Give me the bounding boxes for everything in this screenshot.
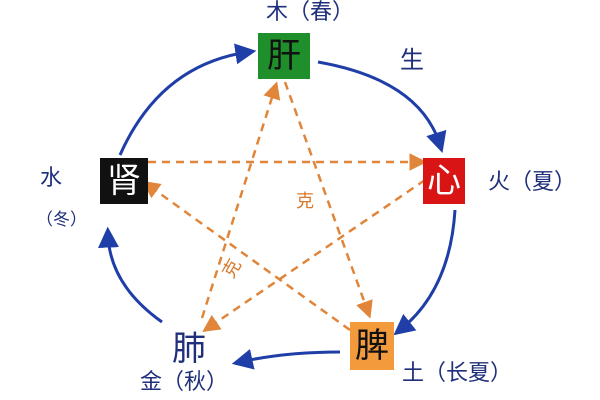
organ-heart: 心 — [423, 158, 465, 204]
relation-generate: 生 — [400, 46, 424, 74]
restrain-arrow-spleen-kidney — [142, 180, 351, 332]
generate-arrow-heart-spleen — [393, 209, 457, 336]
organ-liver: 肝 — [258, 33, 310, 79]
label-water: 水 — [40, 166, 63, 191]
restrain-arrow-liver-spleen — [283, 81, 373, 319]
organ-lung: 肺 — [172, 329, 206, 369]
restrain-arrow-heart-lung — [202, 178, 426, 332]
label-water-season: （冬） — [36, 210, 87, 230]
generate-arrow-kidney-liver — [118, 43, 257, 156]
label-fire: 火（夏） — [488, 170, 577, 195]
restrain-arrow-lung-liver — [200, 81, 281, 319]
organ-spleen: 脾 — [350, 322, 394, 370]
label-metal: 金（秋） — [140, 370, 229, 395]
label-wood: 木（春） — [266, 0, 355, 25]
organ-kidney: 肾 — [100, 158, 148, 204]
generate-arrow-spleen-lung — [231, 349, 341, 370]
label-earth: 土（长夏） — [402, 361, 513, 386]
generate-arrow-lung-kidney — [98, 226, 163, 324]
relation-restrain-1: 克 — [296, 191, 314, 212]
generate-arrow-liver-heart — [317, 60, 447, 154]
